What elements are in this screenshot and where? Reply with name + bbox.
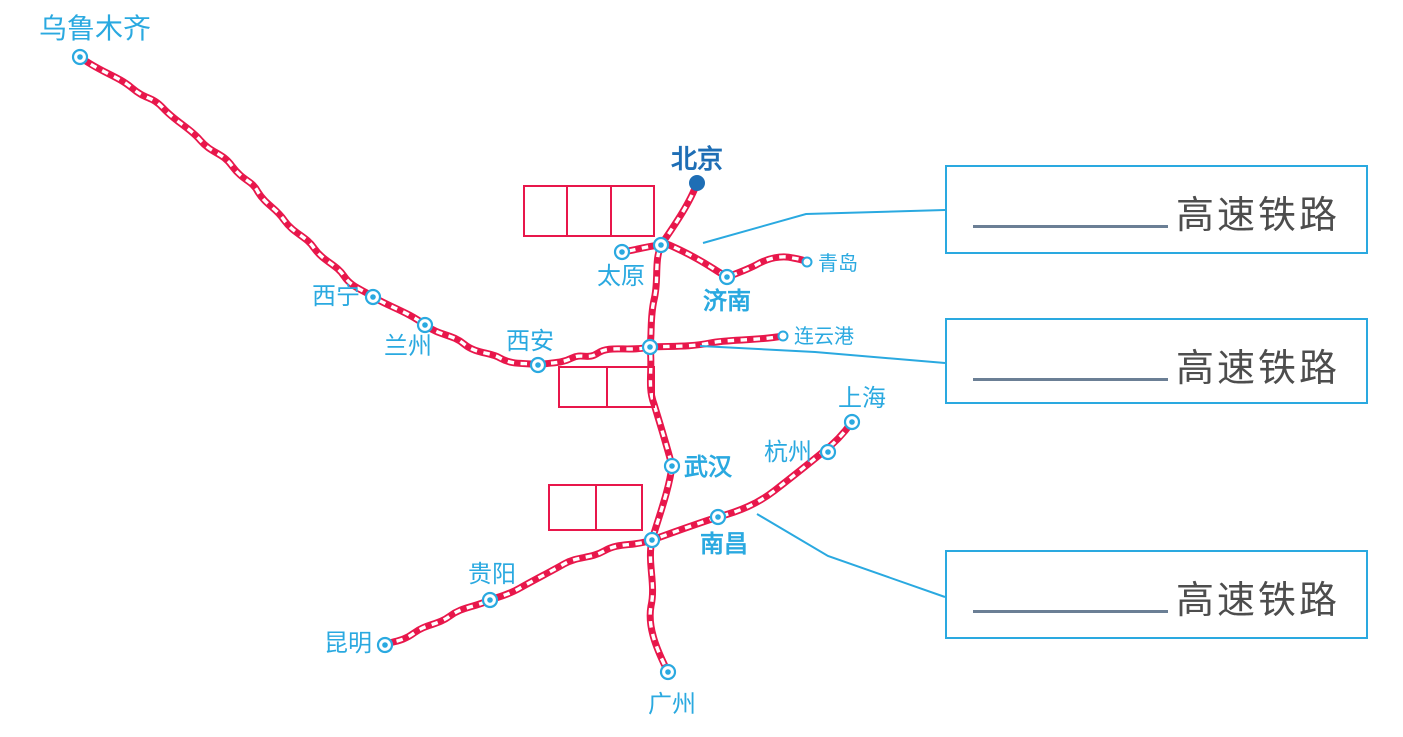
city-marker-shanghai — [843, 413, 861, 431]
railway-beijing-guangzhou — [646, 179, 701, 676]
answer-box-3 — [548, 484, 643, 531]
answer-cell[interactable] — [550, 486, 595, 529]
city-label-qingdao: 青岛 — [818, 252, 858, 275]
railways-layer — [76, 53, 856, 676]
legend-box-2: 高速铁路 — [945, 318, 1368, 404]
city-marker-jinan — [718, 268, 736, 286]
city-marker-taiyuan — [613, 243, 631, 261]
legend-label-2: 高速铁路 — [1175, 348, 1340, 390]
junction-3-marker — [643, 531, 661, 549]
legend-blank-2[interactable] — [972, 378, 1168, 381]
city-marker-lianyungang — [777, 330, 789, 342]
city-label-xining: 西宁 — [312, 283, 360, 310]
city-label-xian: 西安 — [506, 328, 554, 355]
city-marker-qingdao — [801, 256, 813, 268]
legend-label-3: 高速铁路 — [1175, 580, 1340, 622]
city-marker-wuhan — [663, 457, 681, 475]
railway-shanghai-kunming — [381, 418, 856, 649]
city-marker-guiyang — [481, 591, 499, 609]
city-label-hangzhou: 杭州 — [764, 439, 812, 466]
leader-line-2 — [699, 345, 946, 364]
city-marker-xian — [529, 356, 547, 374]
junction-1-marker — [652, 236, 670, 254]
city-label-guiyang: 贵阳 — [468, 561, 516, 588]
answer-cell[interactable] — [525, 187, 566, 235]
legend-blank-1[interactable] — [972, 225, 1168, 228]
leader-line-3 — [756, 513, 946, 598]
city-label-nanchang: 南昌 — [700, 531, 748, 558]
answer-cell[interactable] — [560, 368, 606, 406]
leader-lines-layer — [699, 209, 946, 598]
railway-jinan-qingdao — [658, 238, 811, 281]
answer-cell[interactable] — [594, 486, 642, 529]
answer-cell[interactable] — [566, 187, 609, 235]
city-marker-xining — [364, 288, 382, 306]
city-marker-kunming — [376, 636, 394, 654]
city-label-jinan: 济南 — [703, 287, 751, 315]
answer-box-1 — [523, 185, 655, 237]
city-label-guangzhou: 广州 — [648, 691, 696, 718]
junction-2-marker — [641, 338, 659, 356]
city-label-taiyuan: 太原 — [597, 263, 645, 290]
city-marker-beijing — [689, 175, 705, 191]
city-label-kunming: 昆明 — [324, 630, 372, 657]
city-marker-urumqi — [71, 48, 89, 66]
leader-line-1 — [702, 209, 946, 244]
railway-zhengzhou-lianyungang — [646, 332, 787, 351]
railway-lanzhou-xian — [421, 321, 542, 369]
city-label-wuhan: 武汉 — [684, 454, 733, 481]
legend-label-1: 高速铁路 — [1175, 195, 1340, 237]
railway-xian-zhengzhou — [534, 343, 654, 369]
answer-cell[interactable] — [609, 187, 653, 235]
city-label-shanghai: 上海 — [838, 385, 886, 412]
answer-cell[interactable] — [605, 368, 654, 406]
city-label-lanzhou: 兰州 — [384, 333, 432, 360]
city-marker-guangzhou — [659, 663, 677, 681]
city-marker-hangzhou — [819, 443, 837, 461]
city-marker-nanchang — [709, 508, 727, 526]
city-marker-lanzhou — [416, 316, 434, 334]
city-label-urumqi: 乌鲁木齐 — [39, 13, 151, 44]
city-label-beijing: 北京 — [671, 144, 723, 174]
legend-box-1: 高速铁路 — [945, 165, 1368, 254]
legend-box-3: 高速铁路 — [945, 550, 1368, 639]
answer-box-2 — [558, 366, 655, 408]
railway-urumqi-lanzhou — [76, 53, 429, 329]
legend-blank-3[interactable] — [972, 610, 1168, 613]
city-label-lianyungang: 连云港 — [794, 325, 854, 348]
